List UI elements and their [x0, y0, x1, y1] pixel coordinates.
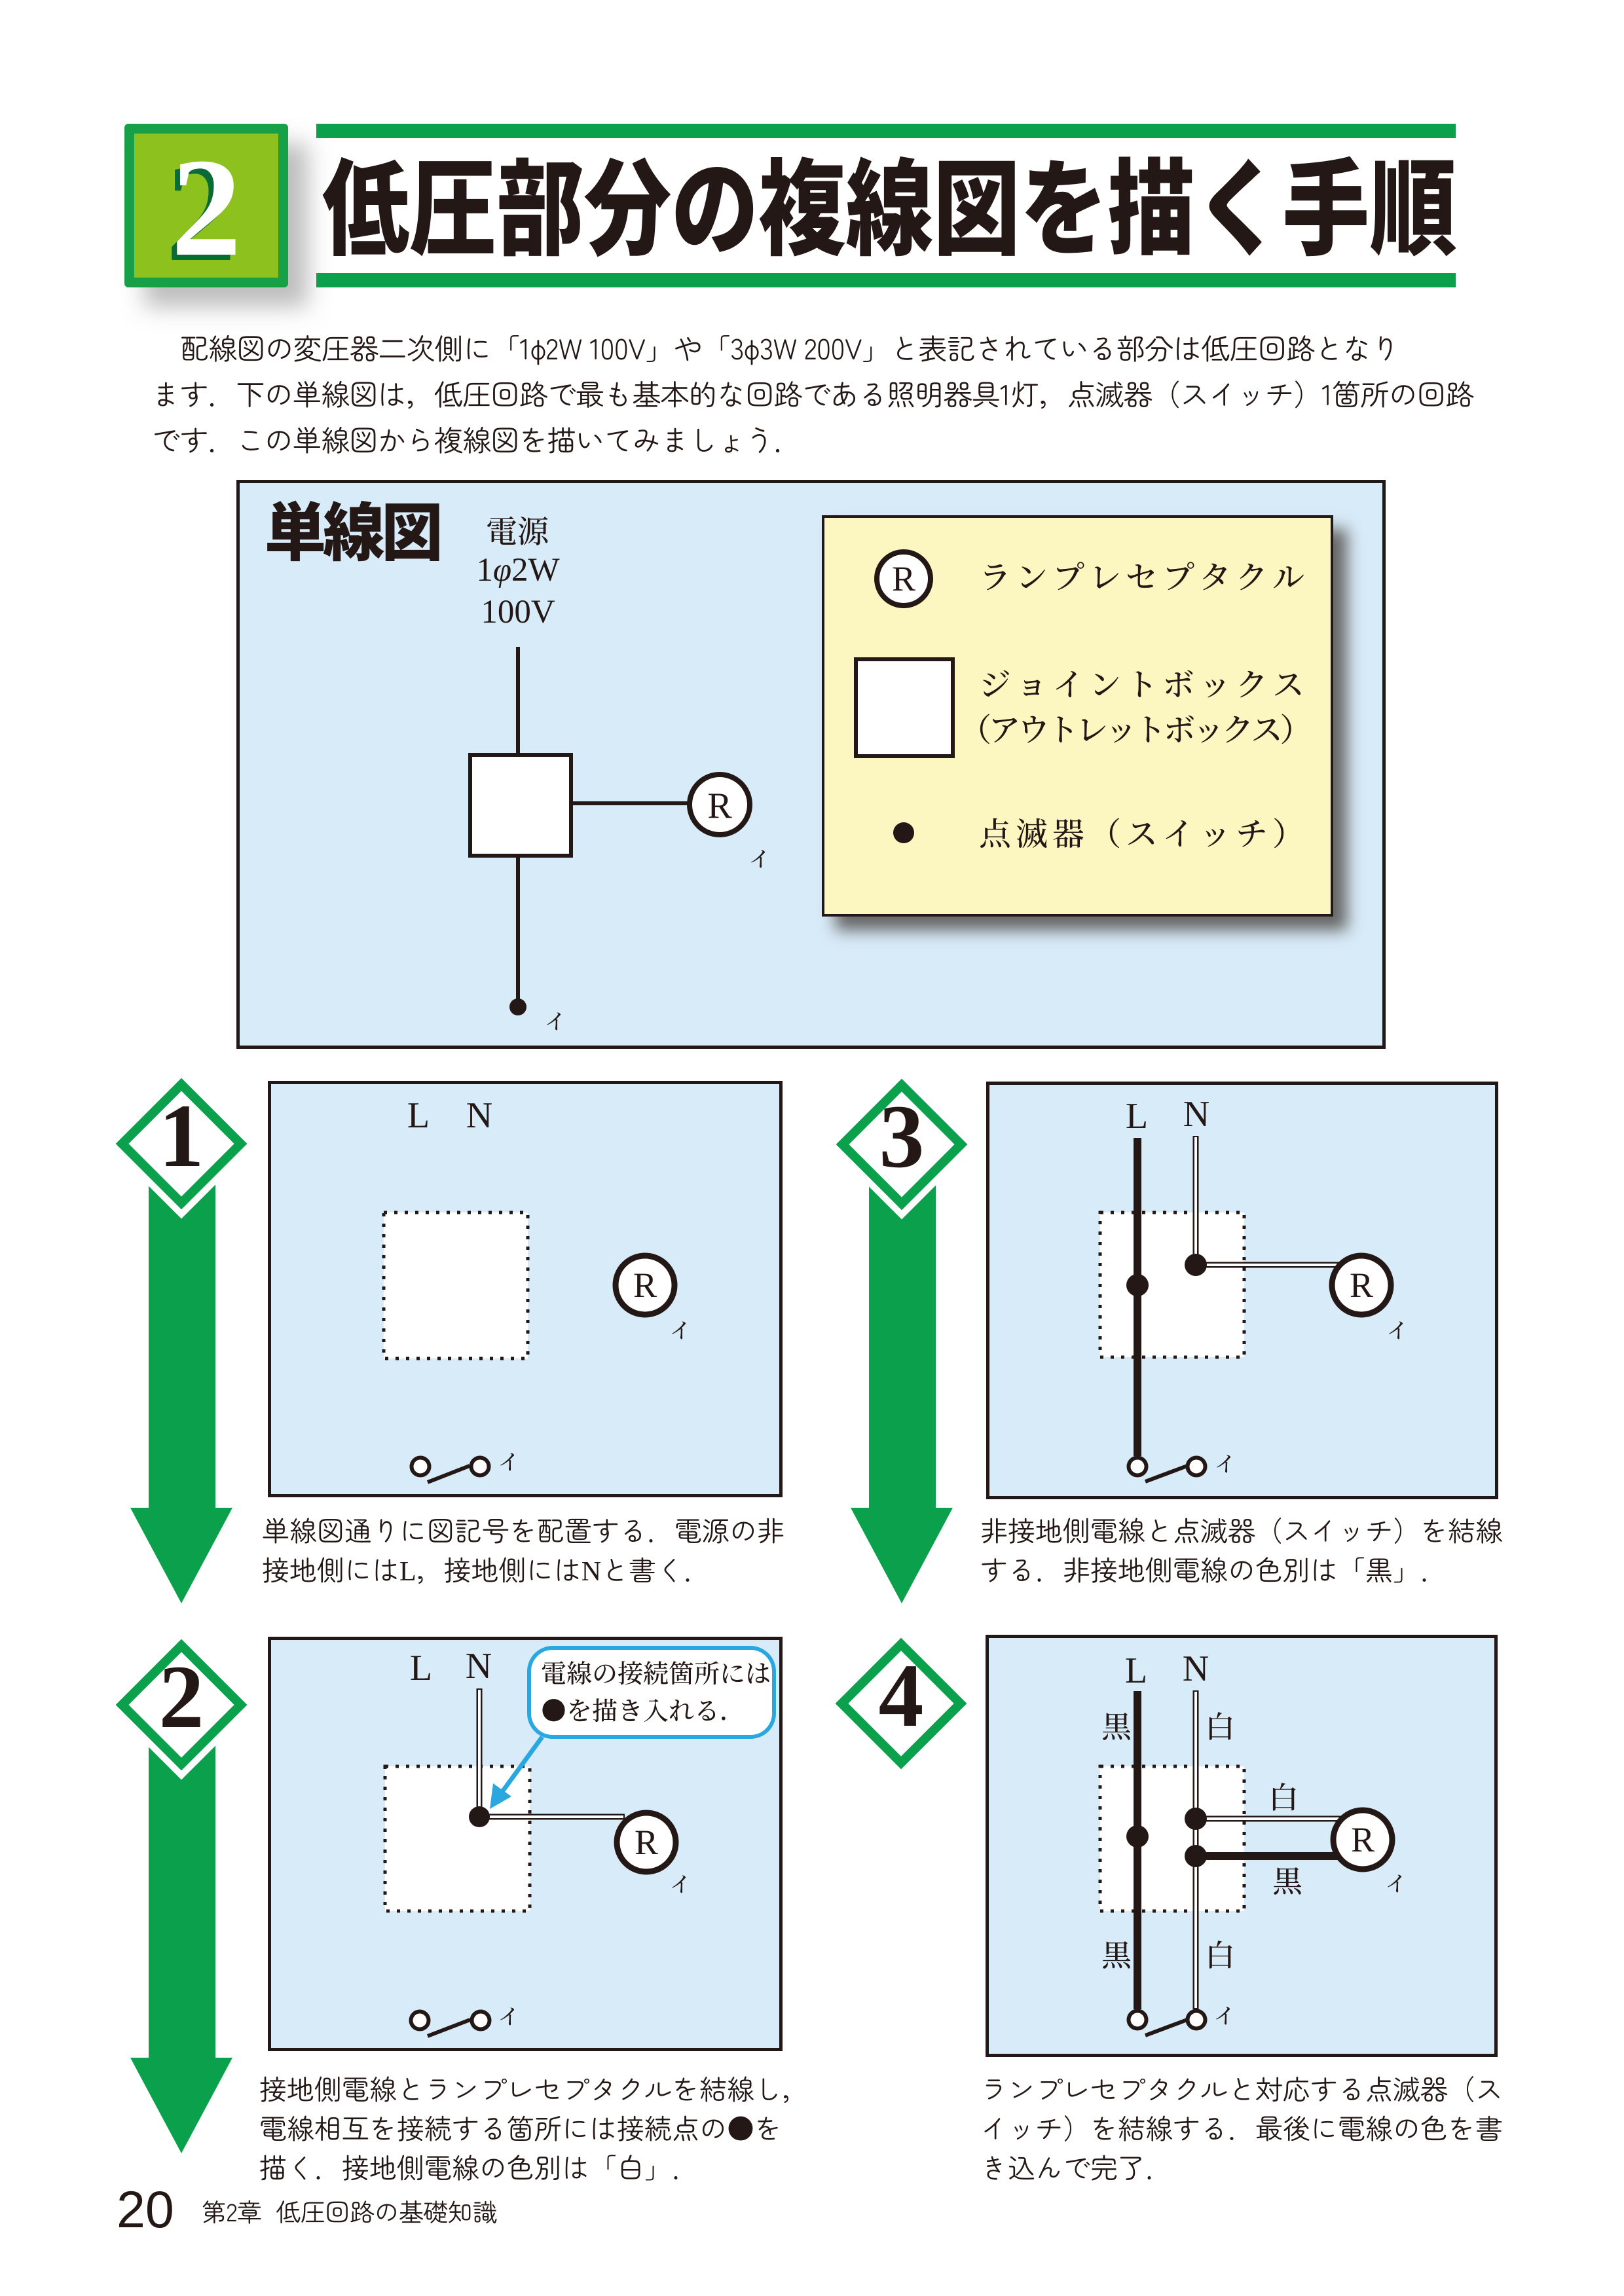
svg-text:イ: イ [1214, 1999, 1236, 2030]
svg-text:イ: イ [1387, 1314, 1409, 1345]
svg-text:イ: イ [749, 843, 771, 873]
svg-text:イ: イ [498, 2000, 520, 2031]
svg-text:L: L [1126, 1096, 1148, 1137]
svg-text:L: L [407, 1095, 430, 1136]
svg-text:N: N [466, 1646, 492, 1686]
svg-text:R: R [707, 786, 732, 826]
svg-text:白: 白 [1268, 1774, 1299, 1817]
svg-text:イ: イ [1215, 1448, 1236, 1478]
svg-text:100V: 100V [481, 594, 555, 630]
svg-text:黒: 黒 [1101, 1704, 1132, 1747]
svg-text:黒: 黒 [1101, 1932, 1132, 1975]
svg-text:R: R [633, 1266, 657, 1305]
svg-text:L: L [1125, 1650, 1147, 1691]
svg-text:N: N [466, 1095, 492, 1136]
svg-text:イ: イ [498, 1446, 520, 1476]
svg-text:N: N [1183, 1649, 1209, 1689]
svg-text:イ: イ [1386, 1867, 1407, 1898]
svg-text:イ: イ [670, 1868, 692, 1899]
svg-text:電源: 電源 [486, 507, 549, 552]
svg-text:イ: イ [670, 1314, 692, 1345]
svg-text:白: 白 [1205, 1704, 1235, 1747]
svg-text:黒: 黒 [1272, 1858, 1302, 1901]
svg-text:1φ2W: 1φ2W [476, 552, 560, 589]
svg-text:R: R [635, 1823, 658, 1862]
svg-text:●を描き入れる．: ●を描き入れる． [541, 1691, 745, 1728]
svg-text:N: N [1183, 1094, 1209, 1135]
svg-text:白: 白 [1205, 1932, 1235, 1975]
svg-text:イ: イ [545, 1005, 566, 1036]
svg-text:電線の接続箇所には: 電線の接続箇所には [541, 1654, 771, 1690]
svg-text:R: R [1351, 1820, 1375, 1859]
svg-text:R: R [1350, 1266, 1373, 1305]
svg-text:L: L [410, 1648, 432, 1688]
